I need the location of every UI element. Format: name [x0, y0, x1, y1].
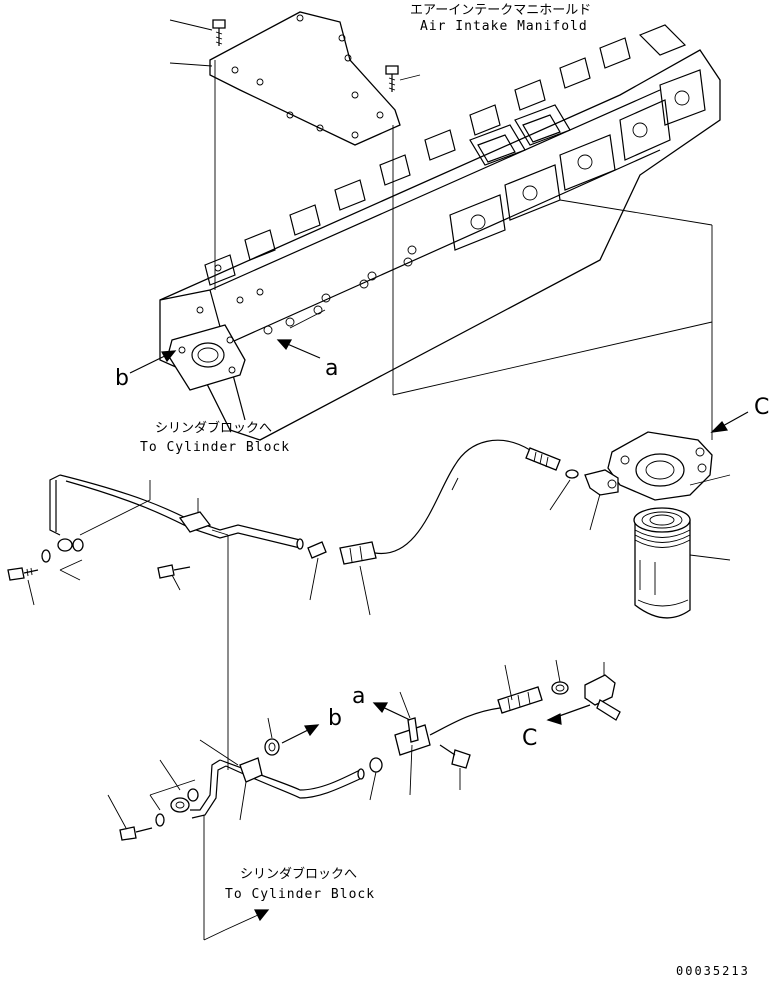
lower-pipe: [190, 757, 365, 819]
upper-pipe: [49, 474, 304, 550]
ref-arrow-c-2: [546, 704, 591, 725]
ref-arrow-b-1: [129, 350, 177, 374]
filter-head: [607, 431, 713, 501]
routing-line-lower: [203, 815, 270, 941]
upper-clip-bolt: [157, 564, 191, 579]
ref-label-a-2: a: [352, 684, 365, 709]
lower-banjo-bolt: [119, 826, 153, 841]
manifold-label-jp: エアーインテークマニホールド: [410, 3, 591, 18]
ref-arrow-a-2: [372, 702, 411, 721]
cover-bolt-2: [385, 65, 399, 92]
upper-flex-hose: [374, 439, 561, 554]
lower-flex-hose: [429, 686, 543, 736]
to-cylinder-label-2-jp: シリンダブロックへ: [240, 866, 357, 882]
lower-elbow-fitting: [584, 674, 621, 721]
upper-banjo-bolt: [7, 567, 39, 581]
lower-union-tee: [369, 717, 431, 773]
ref-label-b-1: b: [115, 366, 129, 391]
ref-label-b-2: b: [328, 706, 342, 731]
lower-sleeve: [264, 738, 280, 756]
lower-hose-clamp: [551, 681, 569, 695]
upper-clip: [307, 541, 327, 559]
upper-elbow-fitting: [584, 469, 619, 496]
ref-arrow-c-1: [710, 411, 749, 433]
to-cylinder-label-1-jp: シリンダブロックへ: [155, 420, 272, 436]
ref-label-a-1: a: [325, 356, 338, 381]
air-intake-manifold: [159, 24, 721, 441]
to-cylinder-label-1-en: To Cylinder Block: [140, 440, 290, 455]
manifold-label-en: Air Intake Manifold: [420, 19, 588, 34]
upper-rubber-hose: [339, 541, 377, 565]
manifold-square-ports: [469, 104, 571, 166]
drawing-number: 00035213: [676, 964, 750, 978]
manifold-bolt-holes: [196, 245, 417, 335]
ref-label-c-1: C: [754, 395, 769, 420]
ref-arrow-a-1: [276, 339, 321, 359]
lower-tee-bolt: [439, 744, 471, 769]
ref-arrow-b-2: [281, 724, 320, 744]
manifold-cover-plate: [209, 11, 401, 146]
cover-bolt-1: [212, 19, 226, 46]
upper-clamp-right: [565, 469, 579, 479]
manifold-inlet-flange: [167, 324, 246, 391]
lower-pipe-banjo: [155, 788, 199, 827]
manifold-runner-tabs: [204, 24, 687, 286]
leader-lines-top: [169, 19, 713, 440]
to-cylinder-label-2-en: To Cylinder Block: [225, 887, 375, 902]
upper-pipe-banjo: [41, 538, 84, 563]
ref-label-c-2: C: [522, 726, 537, 751]
oil-filter-cartridge: [633, 507, 691, 619]
